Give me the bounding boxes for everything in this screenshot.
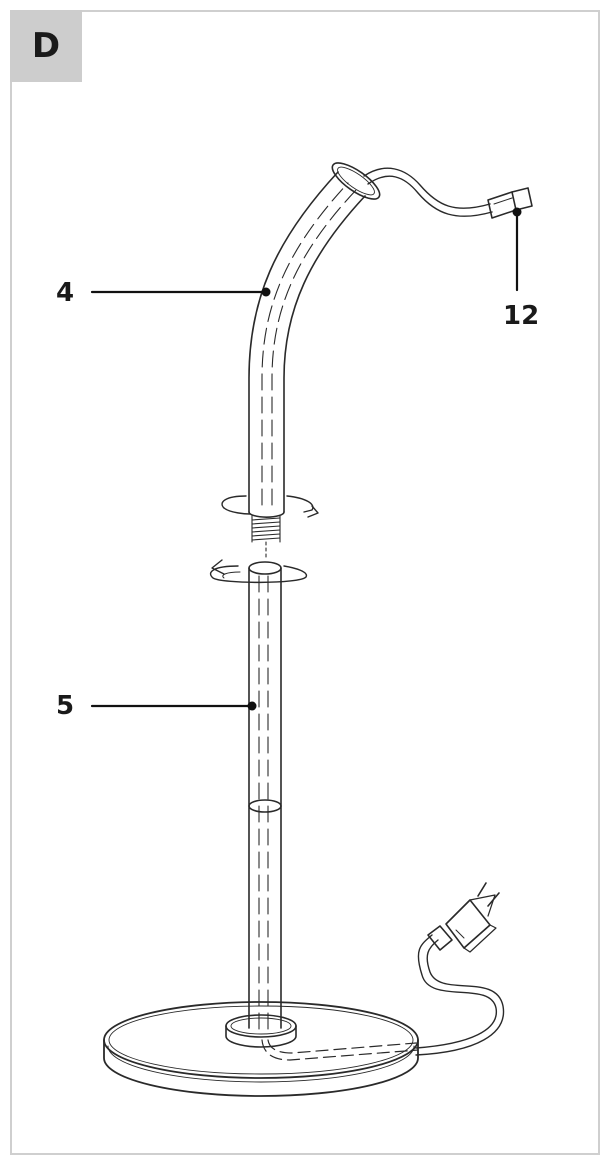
power-plug-icon — [427, 882, 500, 953]
figure-frame — [10, 10, 600, 1155]
top-cable — [363, 167, 493, 217]
upper-tube — [248, 162, 381, 561]
power-cable — [415, 934, 505, 1056]
callout-part-5: 5 — [56, 691, 75, 721]
leader-line-4 — [90, 287, 271, 297]
lamp-base — [103, 1001, 419, 1097]
leader-line-12 — [512, 207, 522, 292]
cable-connector-icon — [487, 187, 533, 219]
callout-part-4: 4 — [56, 278, 75, 308]
rotate-arrow-icon — [221, 495, 319, 518]
lower-tube — [248, 561, 282, 1031]
step-badge: D — [10, 10, 82, 82]
leader-line-5 — [90, 701, 257, 711]
callout-part-12: 12 — [503, 301, 540, 331]
rotate-arrow-icon — [209, 559, 308, 584]
